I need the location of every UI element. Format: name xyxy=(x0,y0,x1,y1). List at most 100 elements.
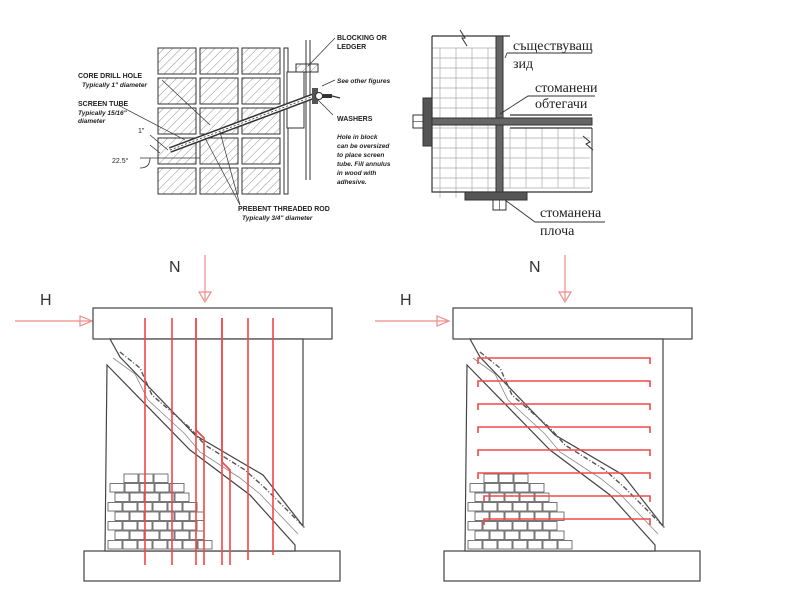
brick xyxy=(483,473,499,483)
vertical-rebar-bent xyxy=(221,318,231,565)
offset-dimension xyxy=(149,134,169,151)
brick xyxy=(153,473,169,483)
brick xyxy=(174,530,190,540)
brick xyxy=(504,492,520,502)
brick xyxy=(542,502,558,512)
brick xyxy=(474,511,490,521)
base-slab xyxy=(83,550,341,582)
leader-existing-wall xyxy=(504,52,508,59)
brick xyxy=(189,530,205,540)
anchor-detail: CORE DRILL HOLE Typically 1" diameter SC… xyxy=(78,35,391,222)
diagonal-crack-edge xyxy=(472,357,659,535)
force-h-label: H xyxy=(400,292,412,309)
wall-horizontal-reinforcement: N H xyxy=(375,255,701,582)
label-hole-note: to place screen xyxy=(337,152,384,159)
leader-see-other xyxy=(321,79,336,87)
brick xyxy=(174,511,190,521)
brick xyxy=(159,530,175,540)
brick xyxy=(467,521,483,531)
brick xyxy=(124,483,140,493)
label-screen-tube-note-2: diameter xyxy=(78,118,106,125)
masonry-block xyxy=(241,47,281,75)
brick xyxy=(542,521,558,531)
break-mark xyxy=(459,29,468,47)
label-hole-note: in wood with xyxy=(337,170,376,177)
brick xyxy=(152,502,168,512)
wall-vertical-reinforcement: N H xyxy=(15,255,341,582)
brick xyxy=(114,492,130,502)
brick xyxy=(197,540,213,550)
brick xyxy=(527,521,543,531)
brick xyxy=(167,521,183,531)
brick xyxy=(497,540,513,550)
leader-core-drill xyxy=(161,79,211,126)
wall-outline xyxy=(431,36,592,193)
brick xyxy=(467,540,483,550)
angle-arc xyxy=(139,157,151,169)
brick xyxy=(174,492,190,502)
brick xyxy=(169,483,185,493)
break-mark xyxy=(582,135,594,151)
brick xyxy=(534,530,550,540)
label-angle-dim: 22.5° xyxy=(112,157,129,165)
brick xyxy=(189,511,205,521)
brick xyxy=(489,492,505,502)
brick xyxy=(129,530,145,540)
masonry-block xyxy=(241,137,281,165)
brick xyxy=(152,540,168,550)
brick xyxy=(513,473,529,483)
wall-tie-section: съществуващ зид стоманени обтегачи стома… xyxy=(412,29,605,239)
leader-steel-plate xyxy=(504,199,605,223)
brick xyxy=(138,473,154,483)
base-slab xyxy=(443,550,701,582)
diagonal-crack xyxy=(119,351,306,529)
brick xyxy=(504,511,520,521)
horizontal-rebar xyxy=(483,495,651,502)
brick xyxy=(152,521,168,531)
horizontal-rebars xyxy=(477,357,651,525)
masonry-block xyxy=(199,47,239,75)
ledger-top xyxy=(295,63,319,73)
brick xyxy=(549,511,565,521)
brick xyxy=(482,540,498,550)
horizontal-rebar xyxy=(483,518,651,525)
label-washers: WASHERS xyxy=(337,116,373,123)
masonry-block xyxy=(199,77,239,105)
label-rod: PREBENT THREADED ROD xyxy=(238,206,330,213)
brick xyxy=(182,502,198,512)
brick xyxy=(534,511,550,521)
washer-nut xyxy=(315,92,323,100)
brick xyxy=(497,502,513,512)
brick xyxy=(114,511,130,521)
brick xyxy=(182,521,198,531)
horizontal-rebar xyxy=(477,380,651,387)
brick xyxy=(122,502,138,512)
label-blocking: BLOCKING OR xyxy=(337,35,387,42)
masonry-block-grid xyxy=(157,47,289,195)
brick xyxy=(144,492,160,502)
label-offset-dim: 1" xyxy=(138,128,145,135)
leader-rod xyxy=(219,131,241,206)
upper-wall-fragment xyxy=(108,338,304,528)
label-steel-plate: стоманена xyxy=(540,206,602,221)
brick xyxy=(129,511,145,521)
brick xyxy=(474,530,490,540)
label-see-other: See other figures xyxy=(337,78,390,85)
leader-rod xyxy=(204,137,241,206)
brick xyxy=(497,521,513,531)
brick xyxy=(482,521,498,531)
brick xyxy=(512,540,528,550)
masonry-block xyxy=(241,77,281,105)
masonry-block xyxy=(157,167,197,195)
masonry-block xyxy=(157,47,197,75)
brick xyxy=(167,502,183,512)
steel-plate-left xyxy=(422,97,433,147)
horizontal-rebar xyxy=(477,403,651,410)
force-n-arrowhead xyxy=(197,291,213,304)
brick xyxy=(109,483,125,493)
brick xyxy=(123,473,139,483)
leader-washers xyxy=(317,99,334,116)
brick xyxy=(159,492,175,502)
brick xyxy=(122,521,138,531)
brick xyxy=(489,511,505,521)
